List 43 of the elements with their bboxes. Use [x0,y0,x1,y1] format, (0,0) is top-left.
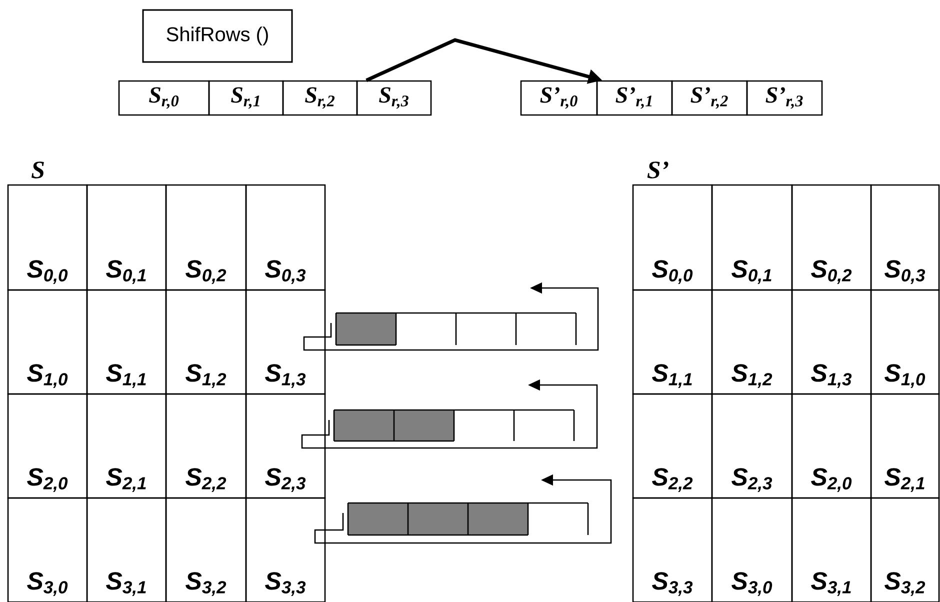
matrix-cell: S$_{0,0}$ [632,184,713,291]
matrix-cell: S$_{1,2}$ [711,289,793,395]
matrix-cell: S$_{3,0}$ [7,497,88,602]
matrix-cell: S$_{0,2}$ [791,184,872,291]
matrix-cell: S$_{0,2}$ [165,184,247,291]
matrix-cell: S$_{3,1}$ [86,497,167,602]
matrix-cell: S$_{2,2}$ [165,393,247,499]
matrix-cell: S$_{0,3}$ [245,184,326,291]
matrix-cell: S$_{2,1}$ [870,393,940,499]
row-cell: S$_{r,0}$ [118,80,210,116]
matrix-cell: S$_{3,2}$ [870,497,940,602]
row-cell: S’$_{r,1}$ [596,80,673,116]
row-cell: S’$_{r,3}$ [746,80,823,116]
matrix-cell: S$_{1,0}$ [7,289,88,395]
matrix-cell: S$_{0,0}$ [7,184,88,291]
row-cell: S’$_{r,2}$ [671,80,748,116]
matrix-cell: S$_{2,3}$ [245,393,326,499]
row-cell: S$_{r,1}$ [208,80,284,116]
matrix-cell: S$_{2,0}$ [791,393,872,499]
matrix-cell: S$_{0,1}$ [86,184,167,291]
matrix-cell: S$_{1,1}$ [632,289,713,395]
matrix-cell: S$_{1,2}$ [165,289,247,395]
matrix-cell: S$_{2,2}$ [632,393,713,499]
matrix-cell: S$_{3,3}$ [632,497,713,602]
row-cell: S’$_{r,0}$ [520,80,598,116]
matrix-cell: S$_{1,3}$ [791,289,872,395]
matrix-cell: S$_{1,1}$ [86,289,167,395]
matrix-cell: S$_{3,0}$ [711,497,793,602]
matrix-cell: S$_{2,3}$ [711,393,793,499]
matrix-cell: S$_{3,1}$ [791,497,872,602]
matrix-cell: S$_{3,3}$ [245,497,326,602]
matrix-cell: S$_{2,0}$ [7,393,88,499]
matrix-cell: S$_{1,3}$ [245,289,326,395]
row-cell: S$_{r,2}$ [282,80,358,116]
function-box: ShifRows () [142,9,293,63]
matrix-label: S’ [647,162,668,178]
matrix-cell: S$_{1,0}$ [870,289,940,395]
matrix-cell: S$_{0,3}$ [870,184,940,291]
matrix-cell: S$_{2,1}$ [86,393,167,499]
matrix-cell: S$_{0,1}$ [711,184,793,291]
row-cell: S$_{r,3}$ [356,80,432,116]
matrix-cell: S$_{3,2}$ [165,497,247,602]
matrix-label: S [32,162,44,178]
